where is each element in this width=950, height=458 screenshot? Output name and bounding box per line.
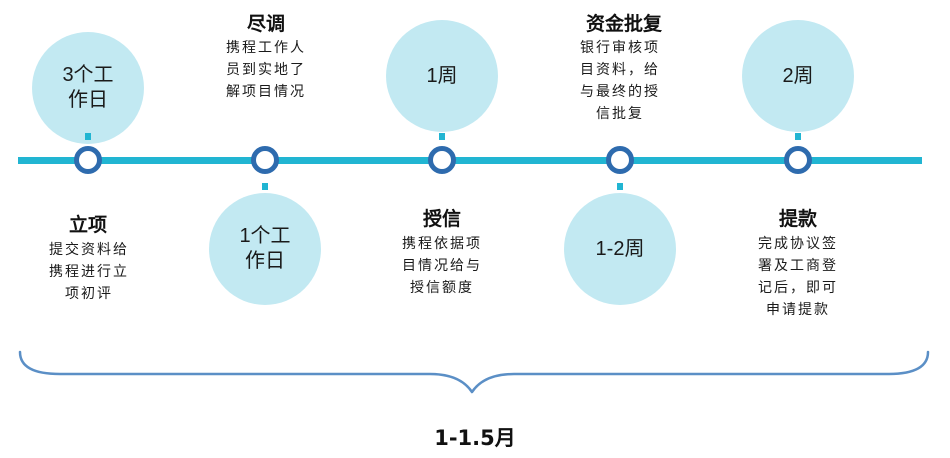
stage-2-title: 尽调 bbox=[246, 13, 285, 35]
stage-5-node bbox=[784, 146, 812, 174]
stage-1-description: 提交资料给携程进行立项初评 bbox=[49, 242, 129, 302]
stage-4-description: 银行审核项目资料，给与最终的授信批复 bbox=[580, 40, 660, 122]
stage-1-duration-circle: 3个工作日 bbox=[32, 32, 144, 144]
stage-1-node bbox=[74, 146, 102, 174]
stage-3-duration-circle: 1周 bbox=[386, 20, 498, 132]
stage-5-duration: 2周 bbox=[782, 64, 814, 87]
stage-5-description: 完成协议签署及工商登记后，即可申请提款 bbox=[758, 236, 838, 318]
stage-3-duration: 1周 bbox=[426, 64, 458, 87]
stage-4-duration-circle: 1-2周 bbox=[564, 193, 676, 305]
stage-3-title: 授信 bbox=[422, 208, 461, 230]
stage-5-duration-circle: 2周 bbox=[742, 20, 854, 132]
stage-3-node bbox=[428, 146, 456, 174]
stage-1-connector bbox=[85, 133, 91, 140]
stage-2-duration-circle: 1个工作日 bbox=[209, 193, 321, 305]
stage-5-title: 提款 bbox=[778, 208, 817, 230]
stage-4-node bbox=[606, 146, 634, 174]
stage-1-title: 立项 bbox=[68, 214, 107, 236]
stage-2-node bbox=[251, 146, 279, 174]
stage-4-connector bbox=[617, 183, 623, 190]
stage-5-connector bbox=[795, 133, 801, 140]
stage-3-connector bbox=[439, 133, 445, 140]
timeline-axis bbox=[18, 157, 922, 164]
stage-1-duration: 3个工作日 bbox=[62, 64, 114, 111]
total-duration-brace bbox=[18, 350, 930, 394]
stage-2-connector bbox=[262, 183, 268, 190]
stage-2-duration: 1个工作日 bbox=[239, 225, 291, 272]
stage-2-description: 携程工作人员到实地了解项目情况 bbox=[226, 40, 306, 100]
total-duration-label: 1-1.5月 bbox=[434, 426, 516, 450]
stage-3-description: 携程依据项目情况给与授信额度 bbox=[402, 236, 482, 296]
stage-4-duration: 1-2周 bbox=[595, 237, 645, 260]
stage-4-title: 资金批复 bbox=[585, 13, 662, 35]
